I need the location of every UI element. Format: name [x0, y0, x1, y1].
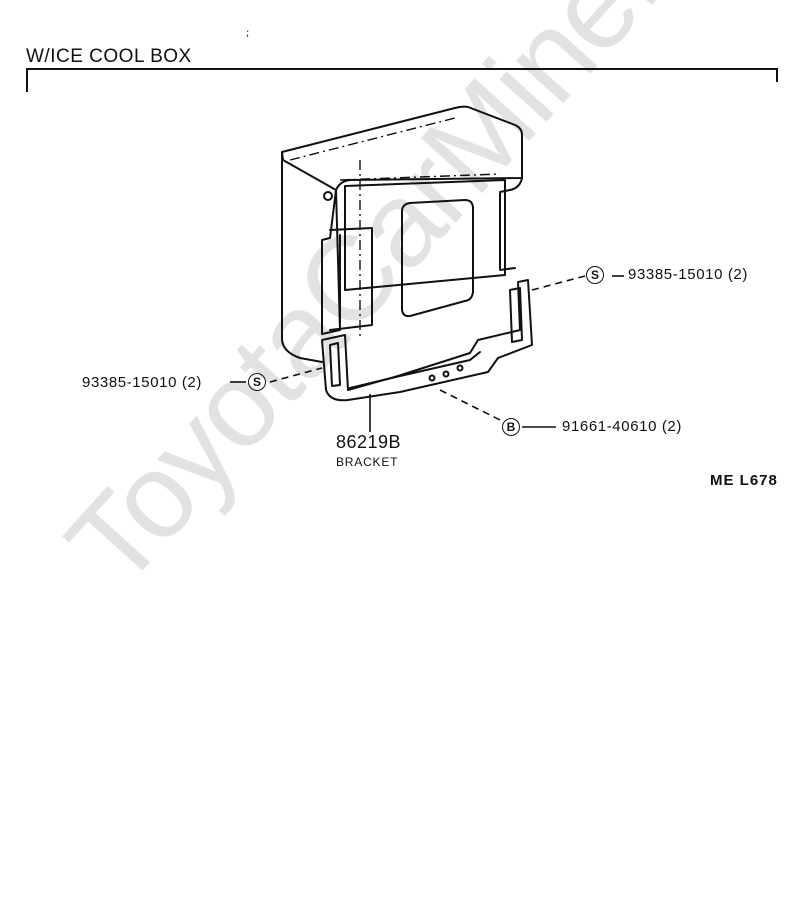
- callout-bottom-right: 91661-40610 (2): [562, 418, 682, 435]
- section-title: W/ICE COOL BOX: [26, 46, 192, 67]
- cool-box-hole: [323, 191, 333, 201]
- callout-right-top: 93385-15010 (2): [628, 266, 748, 283]
- header-rule: [26, 68, 778, 70]
- quantity: (2): [661, 418, 682, 435]
- cool-box-right-edge: [499, 177, 523, 271]
- cool-box-front-face: [321, 189, 341, 335]
- cool-box-window: [401, 199, 474, 318]
- svg-text:;: ;: [246, 28, 249, 39]
- leader-right-top: [531, 275, 586, 291]
- bracket-name: BRACKET: [336, 455, 399, 469]
- bracket-outline: [321, 279, 533, 402]
- callout-left: 93385-15010 (2): [82, 374, 202, 391]
- header-tick-right: [776, 68, 778, 82]
- cool-box-top-face: [281, 105, 523, 191]
- leader-left: [269, 367, 323, 383]
- part-number: 91661-40610: [562, 418, 658, 435]
- header-tick-left: [26, 68, 28, 92]
- quantity: (2): [727, 266, 748, 283]
- callout-symbol-s-left: S: [248, 373, 266, 391]
- cool-box-front-panel: [344, 179, 506, 291]
- cool-box-left-side: [281, 151, 323, 363]
- callout-symbol-b: B: [502, 418, 520, 436]
- reference-code: ME L678: [710, 472, 778, 489]
- part-number: 93385-15010: [628, 266, 724, 283]
- quantity: (2): [181, 374, 202, 391]
- cool-box-recess: [329, 227, 373, 331]
- leader-bottom-right: [439, 389, 501, 421]
- bracket-part-number: 86219B: [336, 432, 402, 452]
- callout-symbol-s-right: S: [586, 266, 604, 284]
- part-number: 93385-15010: [82, 374, 178, 391]
